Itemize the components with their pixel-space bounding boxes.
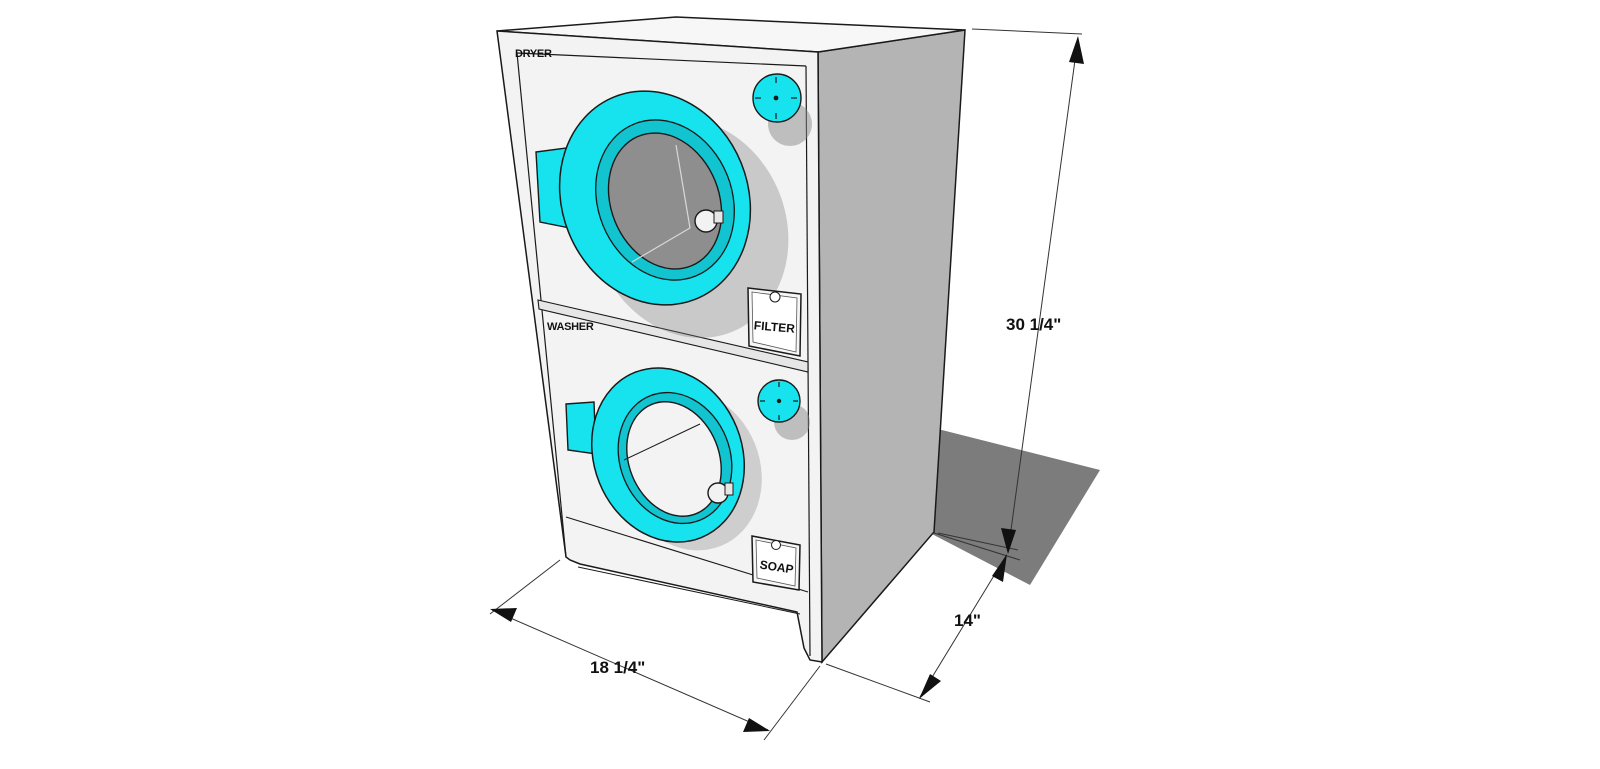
washer-dial[interactable] <box>757 379 810 440</box>
depth-arrow-back <box>992 554 1007 582</box>
dryer-dial-center <box>773 95 779 101</box>
front-frame-right <box>805 65 811 657</box>
soap-button-inset <box>755 539 797 587</box>
height-extension-bottom <box>937 532 1019 551</box>
depth-dimension: 14" <box>825 532 1021 703</box>
washer-dial-center <box>776 398 782 404</box>
washer-label: WASHER <box>547 321 594 333</box>
height-dimension-line <box>1007 37 1079 553</box>
width-extension-right <box>763 665 821 741</box>
soap-button[interactable]: SOAP <box>751 535 801 591</box>
height-arrow-bottom <box>1001 528 1016 554</box>
cabinet-side <box>817 29 966 665</box>
dryer-dial[interactable] <box>752 73 812 146</box>
dryer-label: DRYER <box>515 48 552 60</box>
height-dimension: 30 1/4" <box>937 28 1084 554</box>
filter-button[interactable]: FILTER <box>747 287 802 357</box>
washer-door-knob-stem <box>724 482 734 496</box>
depth-label: 14" <box>954 611 981 630</box>
width-arrow-right <box>743 718 770 732</box>
soap-button-pull <box>771 540 781 550</box>
soap-label: SOAP <box>759 557 795 576</box>
dryer-dial-ticks <box>755 77 797 119</box>
width-extension-left <box>489 559 561 615</box>
filter-button-pull <box>769 291 781 303</box>
depth-extension-front <box>825 663 931 703</box>
washer-dial-ticks <box>760 382 798 420</box>
washer-door[interactable] <box>565 345 786 572</box>
depth-dimension-line <box>919 555 1007 698</box>
height-arrow-top <box>1069 36 1084 64</box>
depth-arrow-front <box>919 674 941 699</box>
width-label: 18 1/4" <box>590 658 645 677</box>
panel-divider <box>537 299 809 373</box>
filter-label: FILTER <box>753 318 796 336</box>
width-arrow-left <box>490 608 517 622</box>
height-label: 30 1/4" <box>1006 315 1061 334</box>
dryer-drum-edge <box>631 144 691 263</box>
base-floor-edge <box>577 566 801 615</box>
washer-drum-edge <box>623 423 701 461</box>
width-dimension-line <box>491 609 769 731</box>
dryer-panel-top-edge <box>516 52 807 67</box>
height-extension-top <box>971 28 1083 35</box>
filter-button-inset <box>751 291 798 353</box>
depth-extension-back <box>933 532 1021 561</box>
width-dimension: 18 1/4" <box>489 559 821 741</box>
dryer-window <box>607 132 723 270</box>
ground-shadow <box>820 427 1100 660</box>
dryer-door[interactable] <box>528 62 821 368</box>
washer-window <box>626 401 722 517</box>
dryer-door-knob-stem <box>713 210 724 224</box>
